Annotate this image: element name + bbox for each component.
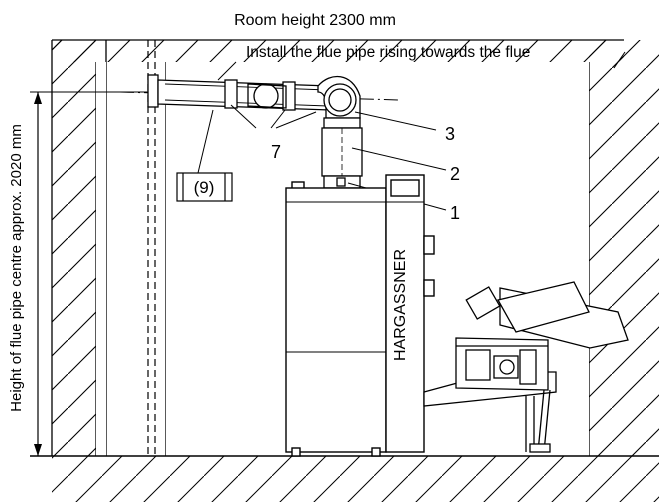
callout-9: (9) xyxy=(194,178,215,197)
callout-7: 7 xyxy=(271,142,281,162)
flue-height-label: Height of flue pipe centre approx. 2020 … xyxy=(8,124,25,412)
flue-pipe xyxy=(147,74,363,189)
callout-7-leaders xyxy=(230,104,317,129)
brand-label: HARGASSNER xyxy=(392,249,409,361)
right-wall xyxy=(588,40,659,456)
installation-note: Install the flue pipe rising towards the… xyxy=(246,44,530,61)
callout-2: 2 xyxy=(450,164,460,184)
room-height-title: Room height 2300 mm xyxy=(234,12,396,29)
part-9-pipe xyxy=(176,172,233,202)
callout-3: 3 xyxy=(445,124,455,144)
auger-unit xyxy=(423,281,629,453)
boiler xyxy=(285,174,435,457)
ceiling xyxy=(52,39,624,62)
callout-1: 1 xyxy=(450,203,460,223)
floor xyxy=(30,455,659,502)
left-wall xyxy=(51,40,97,456)
